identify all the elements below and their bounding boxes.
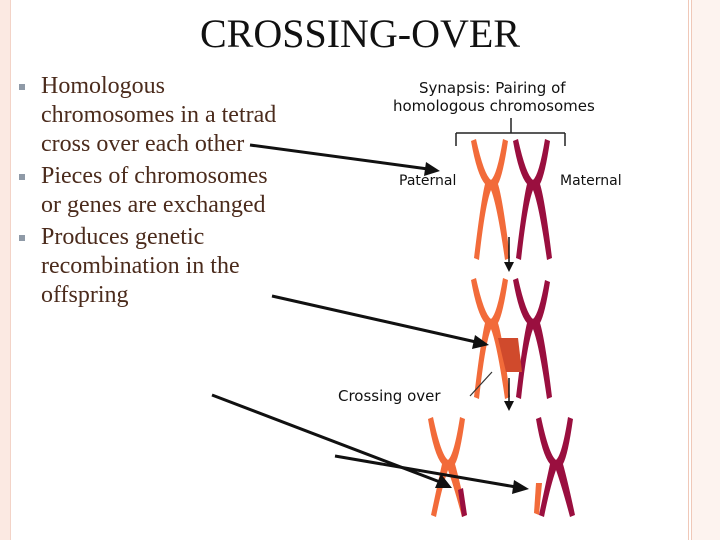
pointer-arrow-recombination-2 [334, 454, 529, 494]
right-border-line-2 [691, 0, 692, 540]
synapsis-caption-line1: Synapsis: Pairing of [419, 79, 566, 97]
bullet-item: Pieces of chromosomes or genes are excha… [18, 162, 283, 220]
crossover-overlap [498, 338, 522, 372]
bullet-item: Homologous chromosomes in a tetrad cross… [18, 72, 283, 159]
maternal-label: Maternal [560, 173, 622, 189]
paternal-label: Paternal [399, 173, 457, 189]
down-arrow-2 [504, 378, 514, 411]
bullet-text: Pieces of chromosomes or genes are excha… [41, 163, 268, 218]
maternal-chromosome-stage1 [513, 139, 552, 260]
right-border-line [688, 0, 689, 540]
left-border-band [0, 0, 10, 540]
crossing-over-label: Crossing over [338, 387, 441, 405]
synapsis-caption-line2: homologous chromosomes [393, 97, 595, 115]
maternal-chromosome-stage3 [534, 417, 575, 517]
bullet-text: Produces genetic recombination in the of… [41, 224, 240, 308]
bullet-marker [19, 174, 25, 180]
bullet-item: Produces genetic recombination in the of… [18, 223, 283, 310]
pointer-arrow-recombination-1 [211, 393, 452, 488]
down-arrow-1 [504, 237, 514, 272]
paternal-chromosome-stage3 [428, 417, 467, 517]
bullet-marker [19, 235, 25, 241]
maternal-chromosome-stage2 [513, 278, 552, 399]
pointer-arrow-exchanged [271, 294, 489, 349]
synapsis-bracket [455, 118, 566, 146]
paternal-chromosome-stage1 [471, 139, 510, 260]
slide-title: CROSSING-OVER [199, 11, 521, 56]
bullet-list: Homologous chromosomes in a tetrad cross… [18, 72, 283, 313]
bullet-marker [19, 84, 25, 90]
paternal-chromosome-stage2 [471, 278, 510, 399]
left-border-line [10, 0, 11, 540]
right-border-band [692, 0, 720, 540]
crossing-pointer [469, 371, 493, 397]
pointer-arrow-homologous [249, 143, 440, 176]
bullet-text: Homologous chromosomes in a tetrad cross… [41, 73, 277, 157]
